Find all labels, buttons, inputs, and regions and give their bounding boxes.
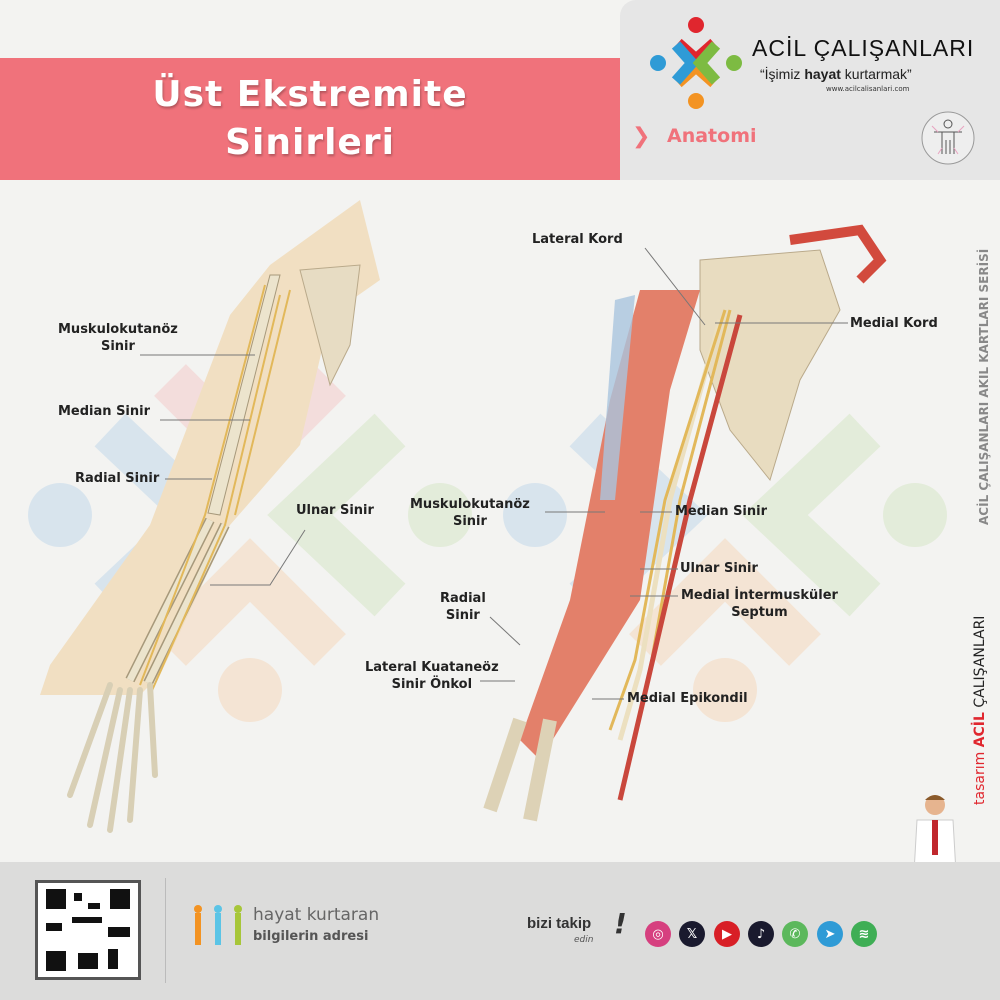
tagline-2: bilgilerin adresi <box>253 929 369 944</box>
label-line: Lateral Kuataneöz <box>365 660 499 675</box>
people-logo-icon <box>194 905 242 945</box>
label-line: Muskulokutanöz <box>410 497 530 512</box>
brand-name: ACİL ÇALIŞANLARI <box>752 35 975 61</box>
label-median-left: Median Sinir <box>58 404 151 419</box>
brand-slogan: “İşimiz hayat kurtarmak” <box>760 66 912 83</box>
youtube-icon[interactable]: ▶ <box>714 921 740 947</box>
label-ulnar-left: Ulnar Sinir <box>296 503 374 518</box>
arm-muscle-nerve-illustration <box>483 224 887 822</box>
follow-sub: edin <box>574 935 594 945</box>
title-banner <box>0 58 620 180</box>
series-vertical-text: ACİL ÇALIŞANLARI AKIL KARTLARI SERİSİ <box>977 248 991 525</box>
design-credit: tasarım ACİL ÇALIŞANLARI <box>972 616 988 805</box>
label-line: Sinir Önkol <box>391 677 473 692</box>
exclamation-icon: ! <box>614 907 627 940</box>
design-brand-rest: ÇALIŞANLARI <box>972 615 988 713</box>
tiktok-icon[interactable]: ♪ <box>748 921 774 947</box>
telegram-icon[interactable]: ➤ <box>817 921 843 947</box>
label-lateral-kord: Lateral Kord <box>532 232 623 247</box>
label-line: Muskulokutanöz <box>58 322 178 337</box>
label-ulnar-right: Ulnar Sinir <box>680 561 758 576</box>
human-body-icon <box>921 111 975 165</box>
category-label: Anatomi <box>667 125 757 147</box>
label-line: Sinir <box>452 514 487 529</box>
label-medial-kord: Medial Kord <box>850 316 938 331</box>
page-title-line1: Üst Ekstremite <box>152 74 468 115</box>
tagline-1: hayat kurtaran <box>253 905 380 925</box>
label-line: Sinir <box>100 339 135 354</box>
brand-url: www.acilcalisanlari.com <box>826 85 910 93</box>
page-title-line2: Sinirleri <box>225 122 395 163</box>
qr-pattern-icon <box>46 889 130 971</box>
brand-logo-icon <box>650 17 742 109</box>
spotify-icon[interactable]: ≋ <box>851 921 877 947</box>
chevron-right-icon: ❯ <box>632 124 651 149</box>
x-icon[interactable]: 𝕏 <box>679 921 705 947</box>
slogan-text: “İşimiz <box>760 66 805 82</box>
follow-label: bizi takip <box>527 915 592 932</box>
qr-code[interactable] <box>35 880 141 980</box>
instagram-icon[interactable]: ◎ <box>645 921 671 947</box>
label-radial-left: Radial Sinir <box>75 471 160 486</box>
design-brand-bold: ACİL <box>972 712 988 748</box>
slogan-text: kurtarmak” <box>840 66 912 82</box>
divider <box>165 878 166 983</box>
label-line: Medial İntermusküler <box>681 588 838 603</box>
footer-bar <box>0 862 1000 1000</box>
design-prefix: tasarım <box>972 751 988 805</box>
slogan-bold: hayat <box>804 66 841 82</box>
label-line: Radial <box>440 591 486 606</box>
label-medial-epikondil: Medial Epikondil <box>627 691 748 706</box>
whatsapp-icon[interactable]: ✆ <box>782 921 808 947</box>
label-median-right: Median Sinir <box>675 504 768 519</box>
label-line: Sinir <box>445 608 480 623</box>
label-line: Septum <box>731 605 788 620</box>
arm-skeleton-illustration <box>40 200 380 833</box>
